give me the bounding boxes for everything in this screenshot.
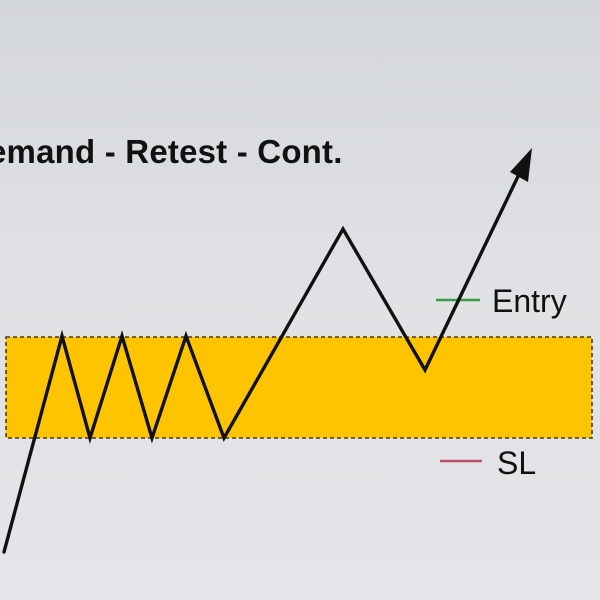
sl-label: SL [497, 445, 537, 481]
arrow-up-right-icon [510, 148, 532, 182]
demand-zone [5, 336, 593, 439]
entry-label: Entry [492, 283, 567, 319]
diagram-title: emand - Retest - Cont. [0, 133, 343, 170]
price-path [2, 164, 525, 554]
